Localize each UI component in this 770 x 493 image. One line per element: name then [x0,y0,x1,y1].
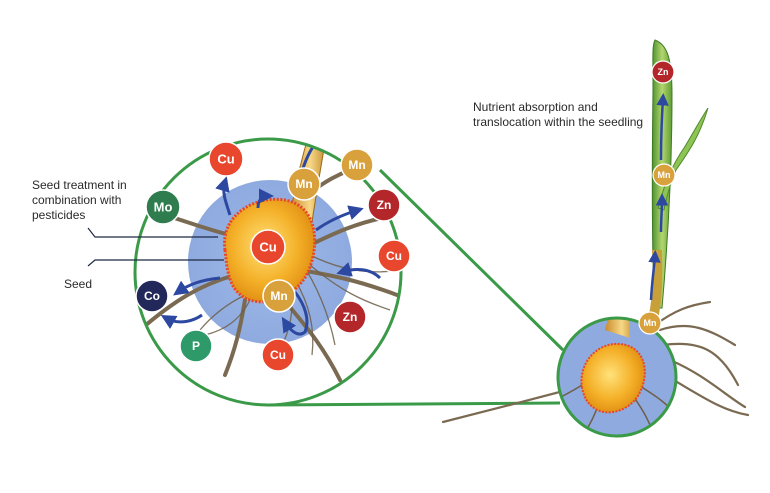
node-mn-seed: Mn [262,279,296,313]
treatment-label: Seed treatment in combination with pesti… [32,178,130,222]
zoom-line-top [378,168,565,352]
zoom-line-bottom [267,401,561,407]
node-cu-bottom: Cu [261,338,295,372]
node-zn-right: Zn [367,188,401,222]
svg-text:Zn: Zn [658,67,669,77]
svg-text:Cu: Cu [259,240,276,255]
svg-text:Zn: Zn [377,198,392,212]
small-circle-outline [556,316,678,438]
small-circle [556,316,678,438]
node-co: Co [135,279,169,313]
svg-text:Mn: Mn [348,158,365,172]
svg-text:Mn: Mn [658,170,671,180]
svg-text:Co: Co [144,289,160,303]
node-mn-stem: Mn [287,167,321,201]
node-zn-lower: Zn [333,300,367,334]
svg-text:Cu: Cu [386,249,402,263]
treatment-pointer [87,227,218,238]
svg-text:Mo: Mo [154,200,173,215]
seed-small [580,342,646,414]
node-zn-leaf: Zn [651,60,675,84]
svg-text:Cu: Cu [217,152,234,167]
svg-text:Zn: Zn [343,310,358,324]
node-cu-right: Cu [377,239,411,273]
seed-pointer [87,259,224,267]
node-mn-leaf: Mn [652,163,676,187]
node-mo: Mo [145,189,181,225]
svg-text:P: P [192,339,200,353]
node-mn-right: Mn [340,148,374,182]
node-cu-top: Cu [208,141,244,177]
node-mn-base: Mn [638,311,662,335]
node-p: P [179,329,213,363]
svg-text:Mn: Mn [270,289,287,303]
seedling-nodes: Zn Mn Mn [638,60,676,335]
svg-text:Mn: Mn [295,177,312,191]
svg-text:Cu: Cu [270,348,286,362]
stem-seedling [648,250,663,320]
svg-text:Mn: Mn [644,318,657,328]
zoom-circle-outline [133,137,403,407]
node-cu-seed: Cu [250,229,286,265]
seed-label: Seed [64,277,92,291]
absorption-label: Nutrient absorption and translocation wi… [473,100,643,129]
nutrient-nodes: Cu Mo Mn Mn Zn Cu Cu Mn [135,141,411,372]
